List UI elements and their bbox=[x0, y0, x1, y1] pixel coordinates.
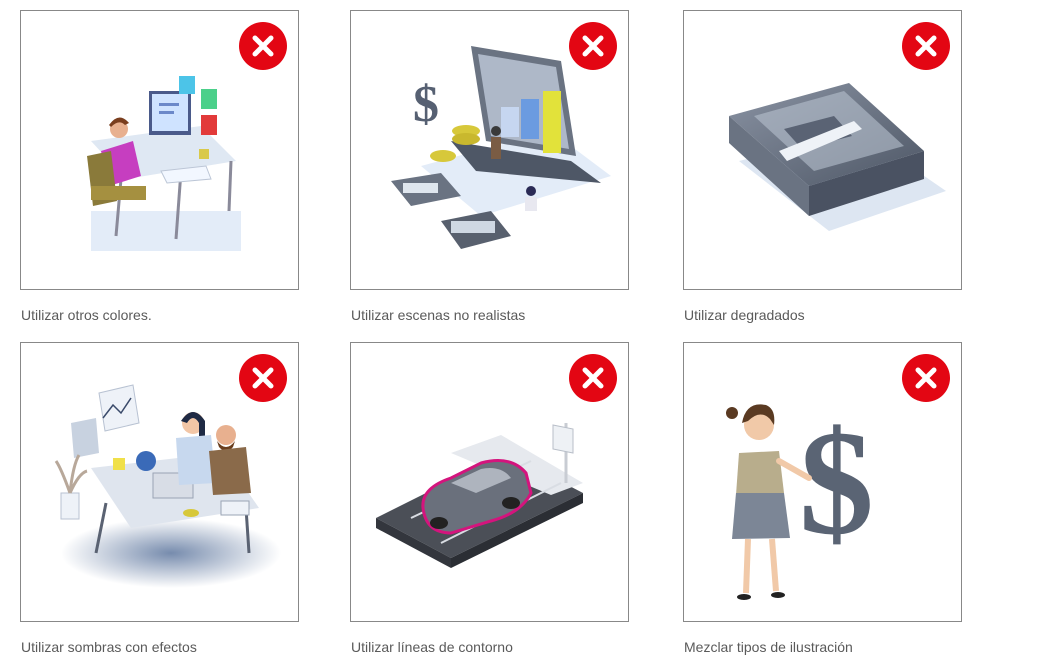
example-card-unrealistic: $ bbox=[350, 10, 629, 290]
card-caption: Utilizar otros colores. bbox=[21, 307, 152, 323]
reject-badge bbox=[569, 354, 617, 402]
money-stack-illustration bbox=[729, 83, 946, 231]
card-caption: Utilizar degradados bbox=[684, 307, 805, 323]
reject-badge bbox=[569, 22, 617, 70]
card-caption: Utilizar escenas no realistas bbox=[351, 307, 526, 323]
office-worker-illustration bbox=[87, 76, 241, 251]
card-caption: Utilizar sombras con efectos bbox=[21, 639, 197, 655]
card-caption: Mezclar tipos de ilustración bbox=[684, 639, 853, 655]
example-card-mixed-styles: $ bbox=[683, 342, 962, 622]
reject-badge bbox=[239, 354, 287, 402]
reject-badge bbox=[902, 354, 950, 402]
svg-text:$: $ bbox=[413, 76, 439, 133]
x-icon bbox=[252, 35, 274, 57]
svg-text:$: $ bbox=[799, 400, 874, 566]
example-card-gradients bbox=[683, 10, 962, 290]
example-card-shadows bbox=[20, 342, 299, 622]
team-desk-illustration bbox=[54, 384, 281, 588]
example-card-colors bbox=[20, 10, 299, 290]
x-icon bbox=[915, 367, 937, 389]
reject-badge bbox=[239, 22, 287, 70]
parking-car-illustration bbox=[376, 423, 583, 568]
example-card-outlines bbox=[350, 342, 629, 622]
x-icon bbox=[252, 367, 274, 389]
woman-dollar-illustration: $ bbox=[726, 400, 874, 600]
x-icon bbox=[582, 367, 604, 389]
x-icon bbox=[915, 35, 937, 57]
x-icon bbox=[582, 35, 604, 57]
card-caption: Utilizar líneas de contorno bbox=[351, 639, 513, 655]
laptop-money-illustration: $ bbox=[391, 46, 611, 249]
reject-badge bbox=[902, 22, 950, 70]
